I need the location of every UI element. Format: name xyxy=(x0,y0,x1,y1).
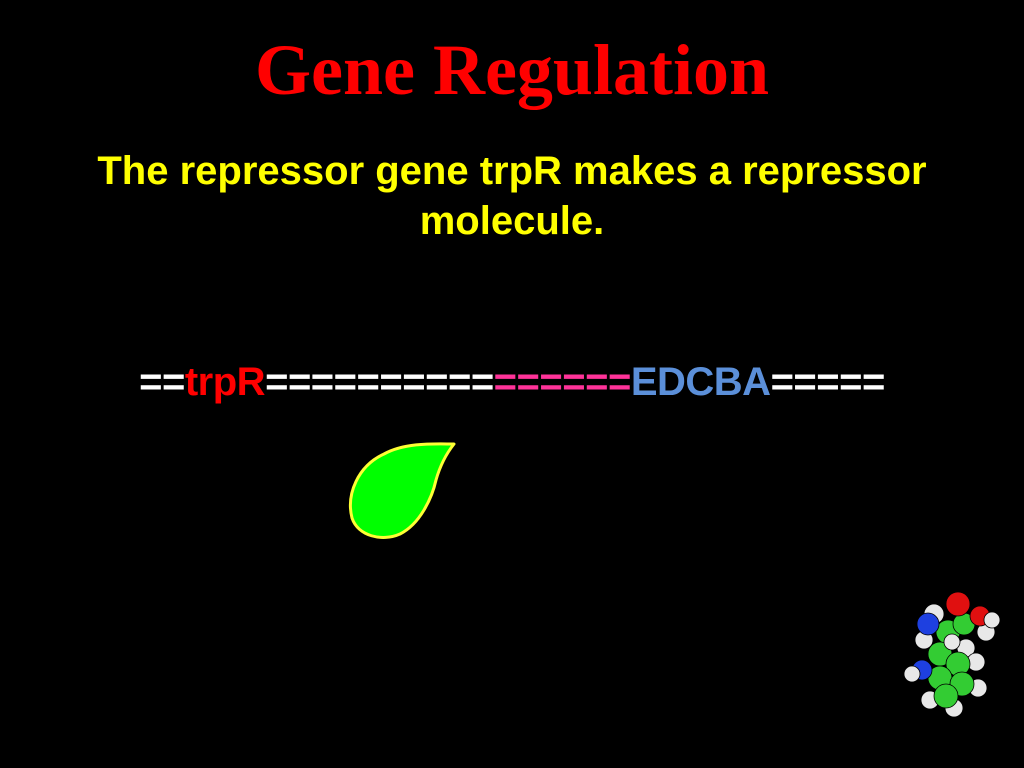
gene-strip-spacer-middle: ========== xyxy=(265,360,494,404)
gene-trpR: trpR xyxy=(184,360,266,404)
slide-title: Gene Regulation xyxy=(255,30,769,110)
atom-nitrogen xyxy=(916,612,940,636)
repressor-molecule-icon xyxy=(349,442,456,539)
gene-strip-spacer-right: ===== xyxy=(770,360,886,404)
slide-subtitle: The repressor gene trpR makes a represso… xyxy=(97,149,927,243)
atom-hydrogen xyxy=(903,665,921,683)
repressor-shape xyxy=(349,442,456,539)
atom-hydrogen xyxy=(943,633,961,651)
tryptophan-molecule-icon xyxy=(903,591,1000,718)
gene-strip-spacer-left: == xyxy=(139,360,185,404)
atom-oxygen xyxy=(945,591,971,617)
gene-strip: ==trpR================EDCBA===== xyxy=(0,354,1024,410)
atom-carbon xyxy=(933,683,959,709)
atom-hydrogen xyxy=(983,611,1000,629)
operator-region: ====== xyxy=(493,360,632,404)
gene-EDCBA: EDCBA xyxy=(630,360,771,404)
